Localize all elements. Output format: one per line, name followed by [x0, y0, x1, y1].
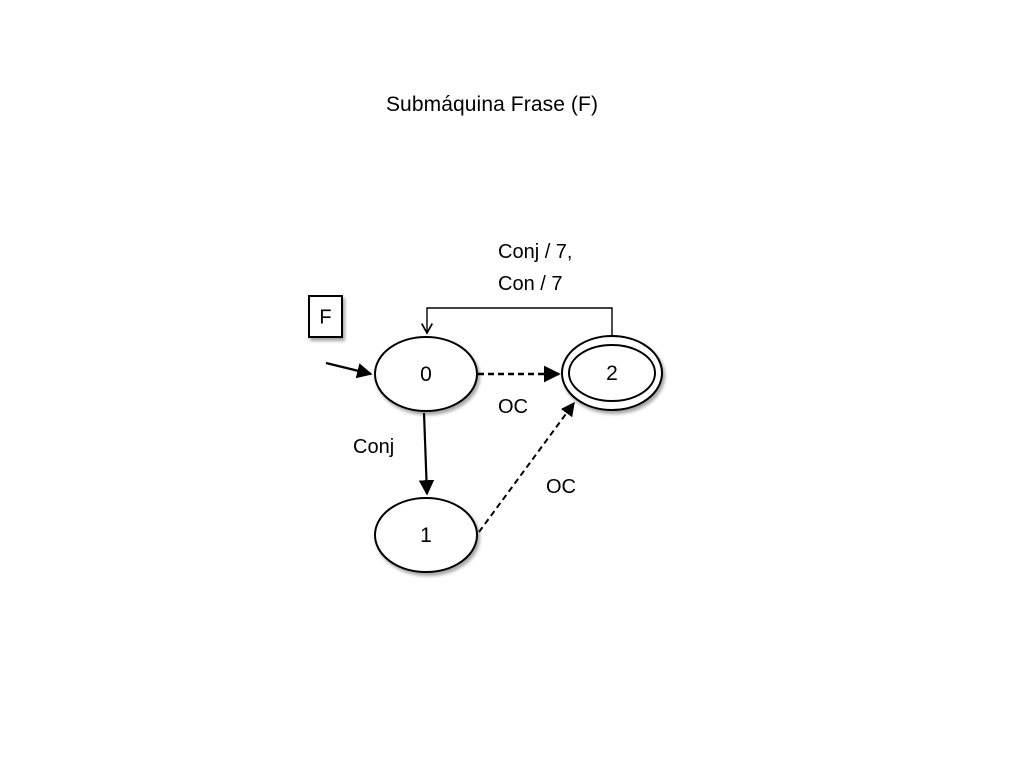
diagram-title: Submáquina Frase (F): [385, 93, 599, 116]
state-2-accepting: 2: [561, 335, 663, 411]
state-2-label: 2: [606, 362, 618, 385]
entry-marker-label: F: [319, 307, 331, 329]
entry-marker: F: [308, 295, 343, 338]
transition-1-to-2-label: OC: [546, 476, 576, 498]
transition-0-to-1: [418, 412, 435, 496]
initial-arrow: [325, 361, 373, 379]
state-1: 1: [374, 497, 478, 573]
transition-0-to-2-label: OC: [498, 396, 528, 418]
state-0: 0: [374, 336, 478, 412]
loop-label-line1: Conj / 7,: [498, 241, 572, 263]
transition-1-to-2: [478, 401, 575, 533]
transition-loop-2-to-0: [421, 307, 613, 340]
transition-0-to-1-label: Conj: [353, 436, 394, 458]
state-0-label: 0: [420, 363, 432, 386]
state-1-label: 1: [420, 524, 432, 547]
loop-label-line2: Con / 7: [498, 273, 562, 295]
